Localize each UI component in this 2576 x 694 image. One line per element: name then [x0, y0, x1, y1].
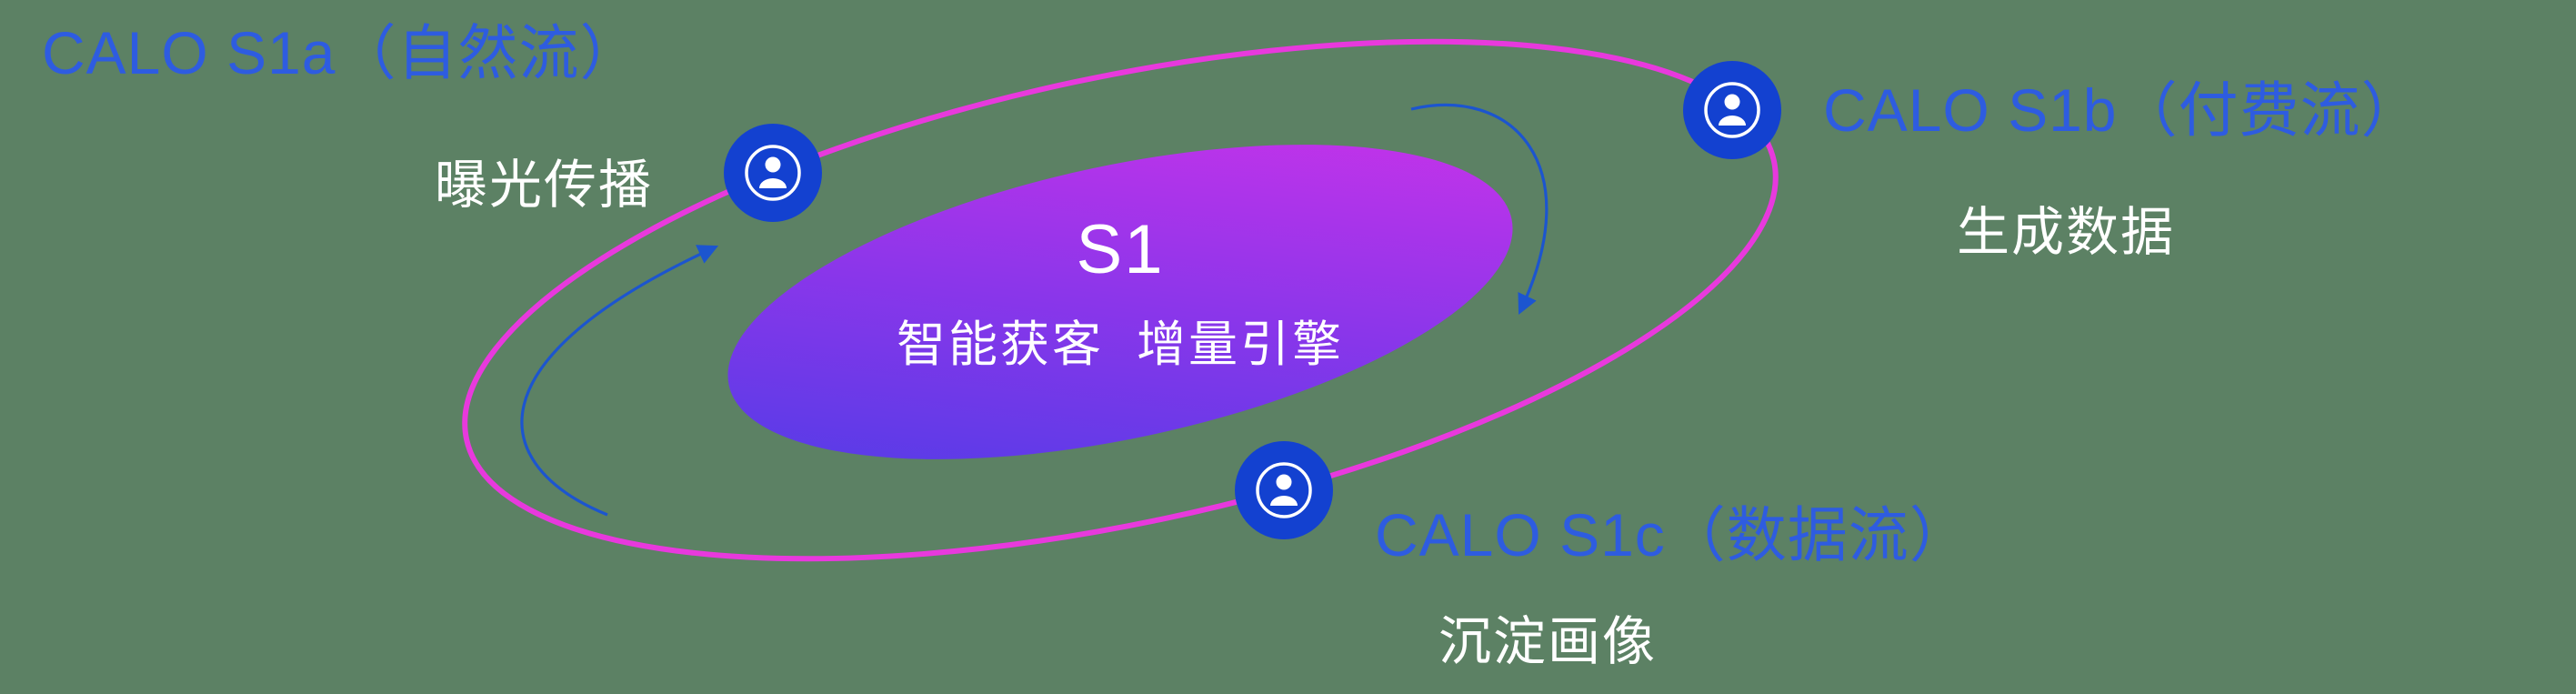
node-s1a-circle: [724, 124, 822, 222]
center-title: S1: [1076, 211, 1165, 288]
node-s1b-subtitle: 生成数据: [1957, 203, 2176, 262]
node-s1c: [1235, 441, 1333, 539]
node-s1a-subtitle: 曝光传播: [435, 156, 654, 215]
node-s1c-title: CALO S1c（数据流）: [1375, 501, 1970, 568]
center-label: S1 智能获客 增量引擎: [897, 210, 1344, 376]
node-s1a-title: CALO S1a（自然流）: [42, 19, 641, 86]
flow-arrow-left: [520, 245, 719, 517]
node-s1b-title: CALO S1b（付费流）: [1823, 76, 2422, 144]
flow-arrow-right: [1410, 103, 1549, 316]
node-s1c-subtitle: 沉淀画像: [1438, 612, 1658, 671]
node-s1b: [1683, 61, 1781, 159]
node-s1b-circle: [1683, 61, 1781, 159]
node-s1a: [724, 124, 822, 222]
node-s1c-circle: [1235, 441, 1333, 539]
core-ellipse: [727, 145, 1513, 459]
center-subtitle: 智能获客 增量引擎: [896, 317, 1345, 372]
orbit-ring: [462, 38, 1779, 562]
